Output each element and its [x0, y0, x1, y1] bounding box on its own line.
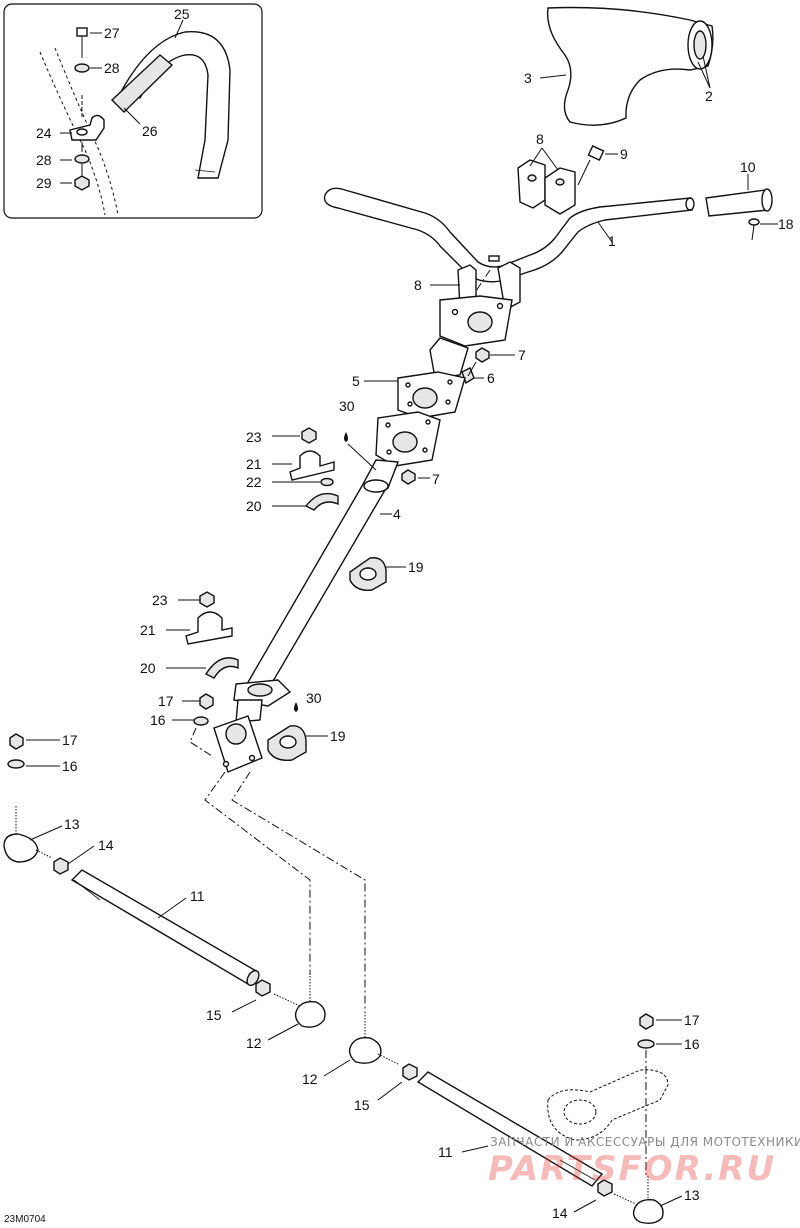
label-17-r: 17: [684, 1012, 700, 1028]
label-23-up: 23: [246, 429, 262, 445]
label-17-l: 17: [62, 732, 78, 748]
label-1: 1: [608, 233, 616, 249]
label-18: 18: [778, 216, 794, 232]
steering-column: [213, 261, 521, 773]
grease-drop-icon-2: [294, 702, 298, 712]
tie-rod-left: [3, 733, 260, 987]
label-19-up: 19: [408, 559, 424, 575]
label-4: 4: [393, 506, 401, 522]
label-27: 27: [104, 25, 120, 41]
bushing-19-lower: [267, 725, 307, 761]
label-11-l: 11: [190, 888, 205, 904]
nut-29: [74, 175, 90, 191]
label-16-col: 16: [150, 712, 166, 728]
label-24: 24: [36, 125, 52, 141]
label-12-l: 12: [246, 1035, 262, 1051]
label-28b: 28: [36, 152, 52, 168]
upper-clamp-8: [517, 159, 576, 215]
diagram-code: 23M0704: [4, 1214, 46, 1225]
label-15-r: 15: [354, 1097, 370, 1113]
label-8-top: 8: [536, 131, 544, 147]
label-6: 6: [487, 370, 495, 386]
tie-rod-tube-11-right: [416, 1071, 604, 1187]
label-17-col: 17: [158, 693, 174, 709]
label-14-r: 14: [552, 1205, 568, 1221]
label-11-r: 11: [438, 1144, 453, 1160]
label-3: 3: [524, 70, 532, 86]
label-13-l: 13: [64, 816, 80, 832]
grease-drop-icon: [344, 432, 348, 442]
label-26: 26: [142, 123, 158, 139]
label-20-up: 20: [246, 498, 262, 514]
label-21-low: 21: [140, 622, 156, 638]
label-30-up: 30: [339, 398, 355, 414]
washer-16-right: [637, 1039, 655, 1049]
label-2: 2: [705, 88, 713, 104]
washer-28: [74, 63, 90, 73]
bolt-9: [577, 145, 605, 186]
clamp-group-lower: [185, 591, 239, 679]
nut-17-col: [199, 693, 214, 710]
label-9: 9: [620, 146, 628, 162]
handlebar-pad-3: [546, 6, 714, 126]
label-30-low: 30: [306, 690, 322, 706]
tie-rod-end-12-left: [294, 976, 326, 1028]
nut-15-left: [255, 979, 271, 997]
label-8-low: 8: [414, 277, 422, 293]
label-15-l: 15: [206, 1007, 222, 1023]
label-28: 28: [104, 60, 120, 76]
label-25: 25: [174, 6, 190, 22]
nut-15-right: [402, 1063, 418, 1081]
bolt-27: [76, 27, 88, 58]
label-16-l: 16: [62, 758, 78, 774]
label-19-low: 19: [330, 728, 346, 744]
watermark-subtitle: ЗАПЧАСТИ И АКСЕССУАРЫ ДЛЯ МОТОТЕХНИКИ: [490, 1135, 800, 1149]
label-14-l: 14: [98, 837, 114, 853]
grip-10: [705, 188, 773, 217]
watermark-logo: PARTSFOR.RU: [488, 1149, 776, 1189]
label-16-r: 16: [684, 1036, 700, 1052]
label-29: 29: [36, 175, 52, 191]
label-20-low: 20: [140, 660, 156, 676]
label-7-up: 7: [518, 347, 526, 363]
bushing-19-upper: [349, 557, 387, 591]
clamp-group-upper: [289, 427, 339, 511]
washer-16-col: [193, 716, 209, 726]
rivet-18: [748, 218, 760, 241]
nut-17-right: [639, 1013, 654, 1030]
label-10: 10: [740, 159, 756, 175]
label-5: 5: [352, 373, 360, 389]
label-23-low: 23: [152, 592, 168, 608]
tie-rod-end-12-right: [348, 1012, 399, 1065]
strip-26: [110, 54, 174, 113]
label-21-up: 21: [246, 456, 262, 472]
label-13-r: 13: [684, 1187, 700, 1203]
label-12-r: 12: [302, 1071, 318, 1087]
washer-28b: [74, 154, 90, 164]
tie-rod-end-13-right: [632, 1176, 664, 1225]
handlebar-1: [323, 187, 695, 283]
label-7-low: 7: [432, 471, 440, 487]
label-22: 22: [246, 474, 262, 490]
inset-panel: 25 27 28 24 26 28 29: [3, 3, 263, 219]
nut-14-right: [597, 1179, 613, 1197]
steering-arm-outline: [547, 1050, 669, 1176]
